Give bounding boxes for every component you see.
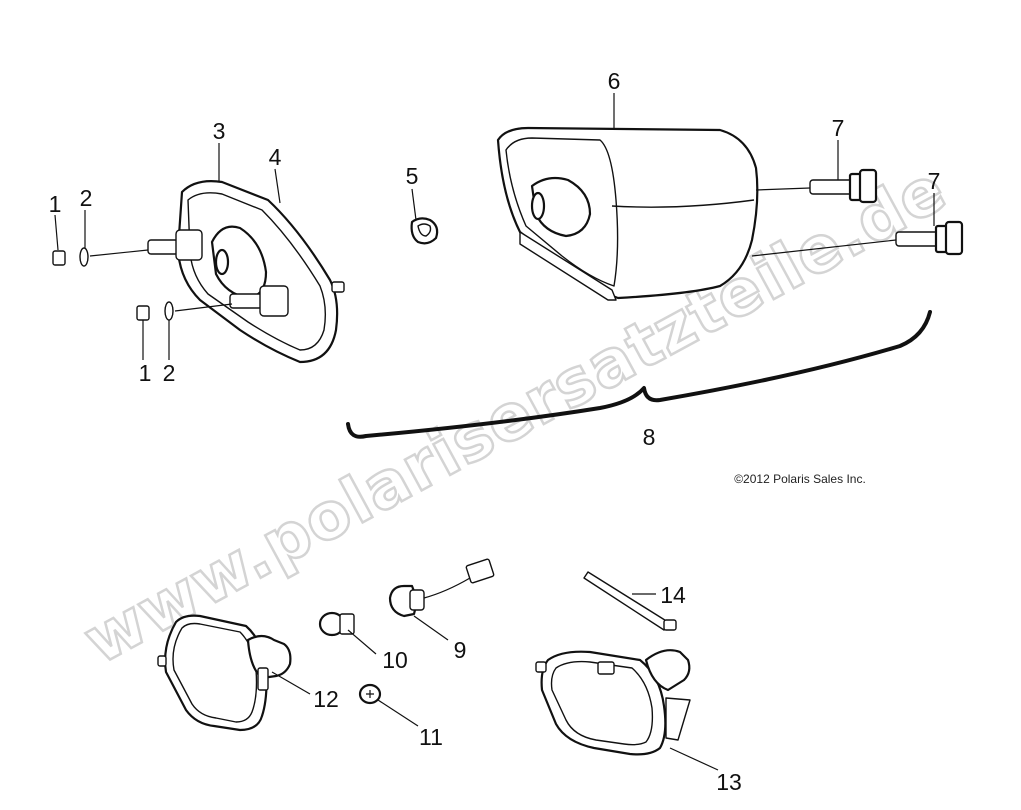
callout-5: 5: [406, 163, 419, 189]
clip-part: [410, 217, 439, 245]
callout-1-lower: 1: [139, 360, 152, 386]
nut-lower: [136, 305, 150, 321]
callout-7-upper: 7: [832, 115, 845, 141]
assembly-brace: [346, 310, 932, 439]
washer-upper: [79, 247, 89, 267]
tail-lamp-housing-left: [147, 180, 345, 364]
screw-part: [358, 683, 382, 705]
callout-4: 4: [269, 144, 282, 170]
tail-lamp-housing-right: [496, 126, 759, 301]
bolt-upper: [809, 168, 878, 204]
callout-3: 3: [213, 118, 226, 144]
bulb-part: [318, 611, 355, 637]
nut-upper: [52, 250, 66, 266]
bulb-socket-harness: [388, 558, 495, 618]
callout-10: 10: [382, 647, 408, 673]
headlamp-left: [157, 614, 292, 732]
callout-2-upper: 2: [80, 185, 93, 211]
callout-14: 14: [660, 582, 686, 608]
callout-12: 12: [313, 686, 339, 712]
callout-1-upper: 1: [49, 191, 62, 217]
bolt-lower: [895, 220, 964, 256]
callout-9: 9: [454, 637, 467, 663]
callout-7-lower: 7: [928, 168, 941, 194]
callout-13: 13: [716, 769, 742, 795]
callout-6: 6: [608, 68, 621, 94]
callout-2-lower: 2: [163, 360, 176, 386]
callout-8: 8: [643, 424, 656, 450]
copyright-notice: ©2012 Polaris Sales Inc.: [734, 472, 866, 486]
headlamp-right: [535, 649, 691, 756]
cable-tie-part: [583, 571, 677, 631]
washer-lower: [164, 301, 174, 321]
callout-11: 11: [419, 724, 443, 750]
